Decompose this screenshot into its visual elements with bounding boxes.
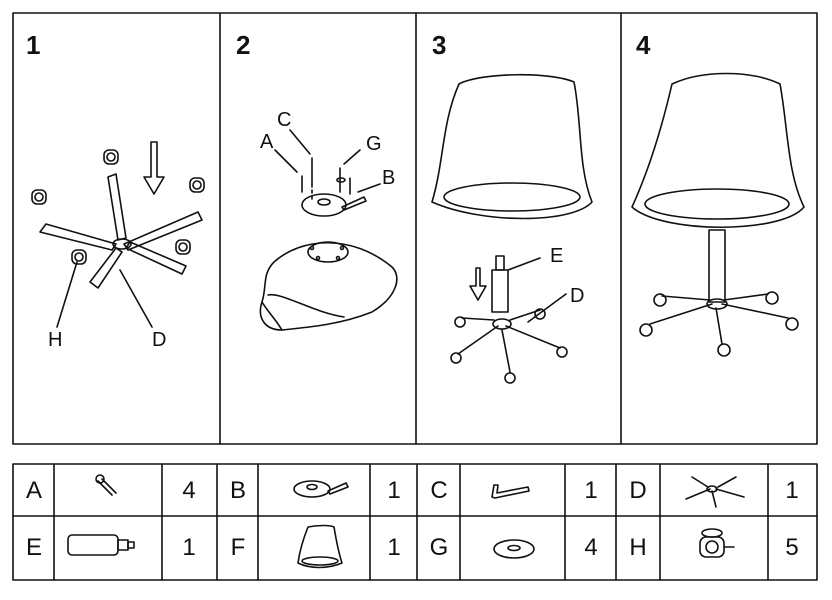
step-2-seat-mounting — [259, 129, 398, 331]
part-qty-D: 1 — [785, 477, 799, 504]
part-qty-C: 1 — [584, 477, 598, 504]
gas-lift-icon — [67, 534, 135, 556]
step-3-insert-gas-lift — [431, 73, 593, 384]
callout-C-step-2: C — [277, 109, 292, 131]
mounting-plate-icon — [293, 480, 349, 498]
part-letter-A: A — [25, 477, 42, 504]
part-qty-H: 5 — [785, 534, 799, 561]
washer-icon — [493, 539, 535, 559]
screw-icon — [95, 474, 117, 496]
allen-key-icon — [491, 484, 530, 499]
part-qty-E: 1 — [182, 534, 196, 561]
caster-left — [31, 189, 47, 205]
caster-wheel-icon — [699, 528, 735, 558]
part-qty-F: 1 — [387, 534, 401, 561]
callout-B-step-2: B — [382, 167, 396, 189]
caster-front-right — [175, 239, 191, 255]
parts-table-frame — [12, 463, 818, 581]
part-qty-B: 1 — [387, 477, 401, 504]
callout-H-step-1: H — [48, 329, 63, 351]
step-3-number: 3 — [432, 30, 447, 60]
part-qty-G: 4 — [584, 534, 598, 561]
callout-D-step-3: D — [570, 285, 585, 307]
step-1-number: 1 — [26, 30, 41, 60]
part-letter-F: F — [230, 534, 246, 561]
star-base-icon — [685, 476, 745, 508]
assembly-steps-panel: 1 2 3 4 H D C A G B E D — [12, 12, 818, 445]
part-letter-H: H — [629, 534, 647, 561]
callout-E-step-3: E — [550, 245, 564, 267]
callout-A-step-2: A — [260, 131, 274, 153]
parts-list-table: A 4 B 1 C 1 D 1 E 1 F 1 G 4 H 5 — [12, 463, 818, 581]
caster-front-left — [71, 249, 87, 265]
part-letter-C: C — [430, 477, 448, 504]
step-4-assembled-chair — [631, 72, 805, 357]
part-qty-A: 4 — [182, 477, 196, 504]
caster-top — [103, 149, 119, 165]
part-letter-G: G — [429, 534, 449, 561]
step-4-number: 4 — [636, 30, 651, 60]
step-2-number: 2 — [236, 30, 251, 60]
callout-D-step-1: D — [152, 329, 167, 351]
part-letter-B: B — [229, 477, 246, 504]
part-letter-E: E — [25, 534, 42, 561]
callout-G-step-2: G — [366, 133, 382, 155]
caster-right — [189, 177, 205, 193]
steps-frame — [12, 12, 818, 445]
part-letter-D: D — [629, 477, 647, 504]
seat-shell-icon — [297, 524, 343, 569]
step-1-base-with-casters — [31, 141, 205, 328]
